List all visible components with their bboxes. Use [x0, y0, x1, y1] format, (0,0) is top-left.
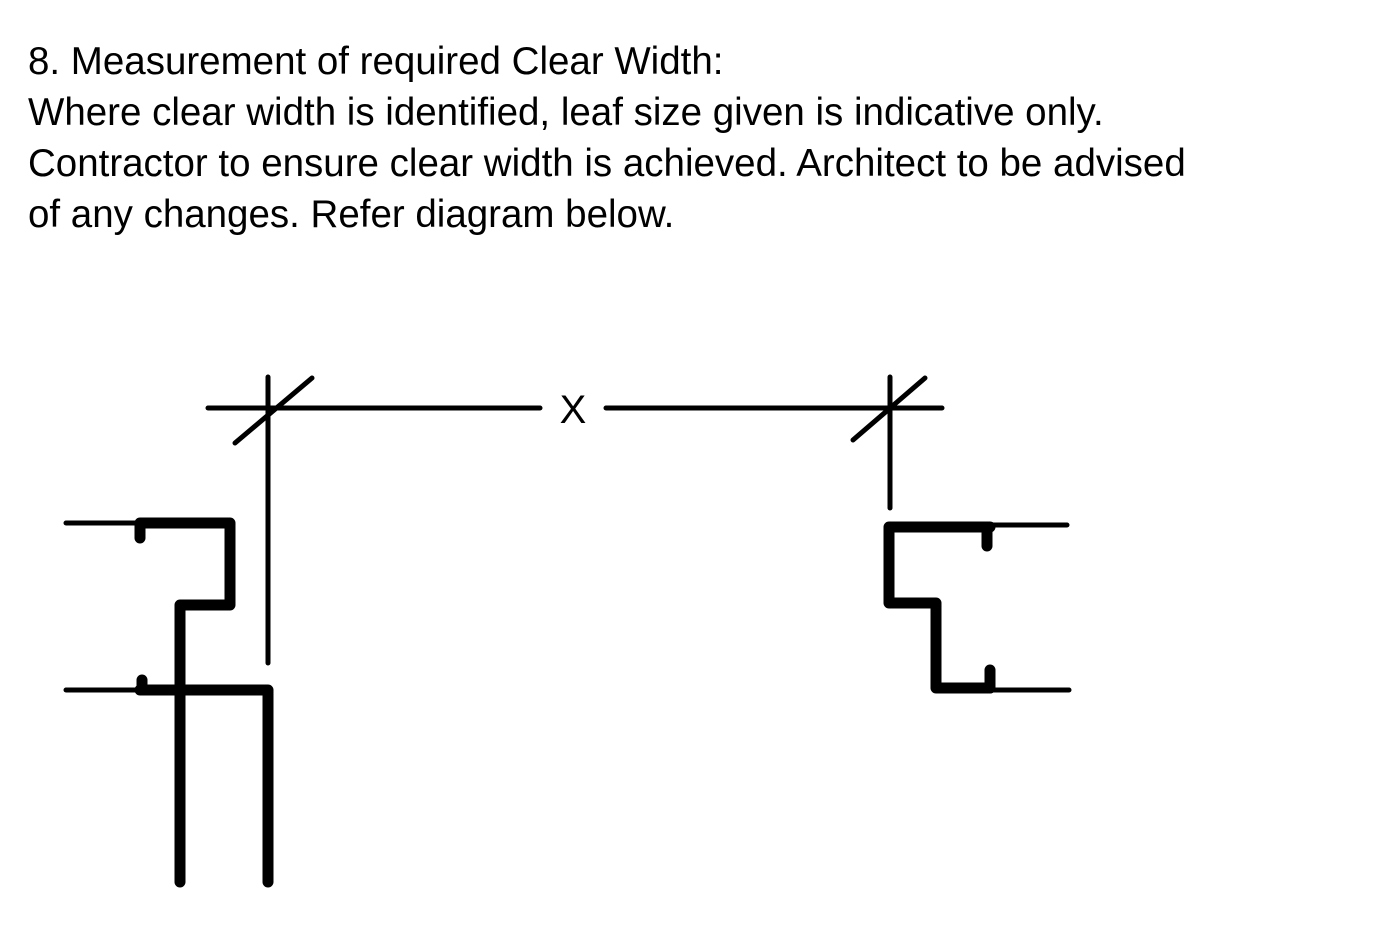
clear-width-note: 8. Measurement of required Clear Width: …	[28, 36, 1186, 240]
note-line: of any changes. Refer diagram below.	[28, 193, 675, 236]
left-door-frame	[63, 517, 274, 888]
right-door-frame	[883, 521, 1072, 694]
note-heading: 8. Measurement of required Clear Width:	[28, 40, 724, 83]
dimension-line	[205, 374, 945, 666]
dimension-label: X	[560, 388, 587, 432]
note-line: Where clear width is identified, leaf si…	[28, 91, 1104, 134]
note-line: Contractor to ensure clear width is achi…	[28, 142, 1186, 185]
